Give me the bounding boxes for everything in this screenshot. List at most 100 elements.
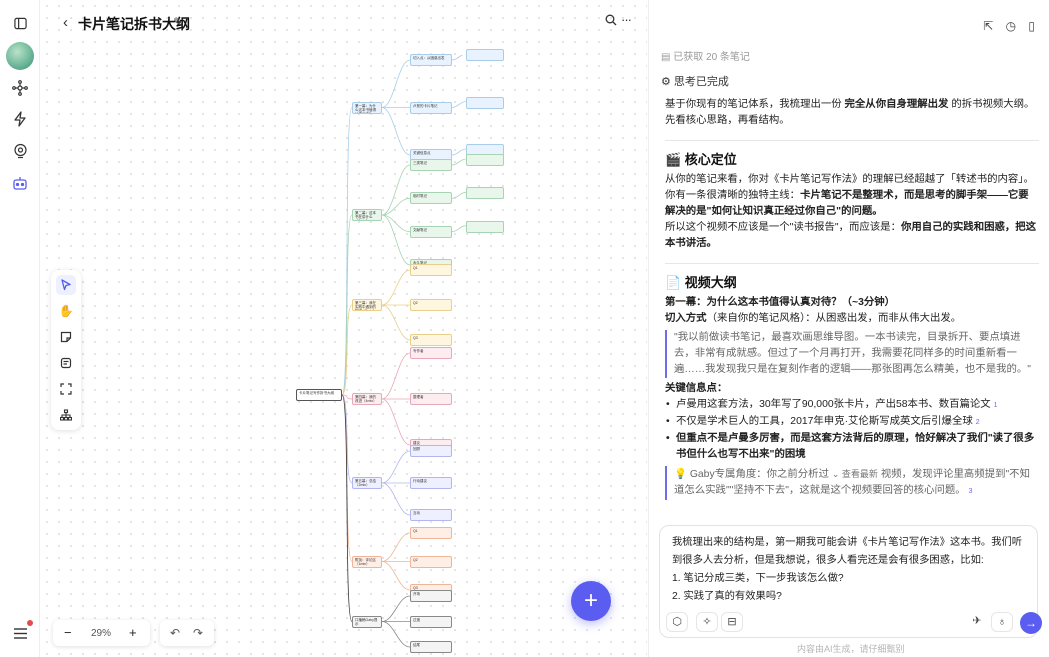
history-control: ↶ ↷ — [160, 620, 214, 646]
select-tool-icon[interactable] — [56, 275, 76, 295]
bulb-icon[interactable] — [9, 140, 31, 162]
mindmap-child-node[interactable]: 三类笔记 — [410, 159, 452, 171]
gaby-angle-text: 💡 Gaby专属角度：你之前分析过 — [674, 469, 829, 480]
mindmap-branch-node[interactable]: 口播稿Gaby提示 — [352, 615, 382, 628]
connector-line — [341, 394, 353, 400]
core-text-2: 所以这个视频不应该是一个"读书报告"，而应该是： — [665, 222, 901, 233]
bus-icon[interactable]: ⊟ — [721, 612, 743, 632]
frame-tool-icon[interactable] — [56, 379, 76, 399]
ai-chat-panel: ⇱ ◷ ▯ ▤ 已获取 20 条笔记 ⚙ 思考已完成 基于你现有的笔记体系，我梳… — [648, 0, 1049, 657]
mindmap-root-node[interactable]: 卡片笔记写作拆书大纲 — [296, 389, 342, 401]
layout-icon[interactable]: ▯ — [1028, 19, 1035, 33]
share-icon[interactable]: ⇱ — [983, 19, 994, 33]
connector-line — [451, 158, 467, 166]
chat-input-line: 2. 实践了真的有效果吗? — [672, 591, 782, 602]
robot-icon[interactable] — [9, 172, 31, 194]
mindmap-tool-icon[interactable] — [56, 405, 76, 425]
citation-badge[interactable]: 2 — [975, 419, 980, 426]
mindmap-child-node[interactable]: 卢曼的卡片笔记 — [410, 101, 452, 114]
connector-line — [381, 561, 411, 591]
lightbulb-icon[interactable]: ♁ — [991, 612, 1013, 632]
core-bold-1: 卡片笔记不是整理术，而是思考的脚手架——它要解决的是"如何让知识真正经过你自己"… — [665, 190, 1029, 217]
connector-line — [341, 304, 353, 396]
connector-line — [381, 214, 411, 233]
chat-input-box[interactable]: 我梳理出来的结构是，第一期我可能会讲《卡片笔记写作法》这本书。我们听到很多人去分… — [659, 525, 1042, 638]
core-bold-2: 你用自己的实践和困惑，把这本书讲活。 — [665, 222, 1037, 249]
mindmap-child-node[interactable]: 切入点：从困惑出发 — [410, 54, 452, 66]
back-chevron-icon[interactable]: ‹ — [63, 14, 68, 31]
connector-line — [451, 101, 467, 108]
mindmap-branch-node[interactable]: 附加：评论区（1min） — [352, 555, 382, 568]
search-icon[interactable] — [605, 14, 617, 29]
mindmap-leaf-node[interactable] — [466, 187, 504, 200]
mindmap-child-node[interactable]: 临时笔记 — [410, 192, 452, 205]
key-point-text: 但重点不是卢曼多厉害，而是这套方法背后的原理，恰好解决了我们"读了很多书但什么也… — [676, 433, 1035, 460]
left-rail — [0, 0, 40, 657]
mindmap[interactable]: 卡片笔记写作拆书大纲 第一幕：为什么这本书值得认真对待？（3min） 切入点：从困惑… — [296, 49, 526, 655]
chat-input-text[interactable]: 我梳理出来的结构是，第一期我可能会讲《卡片笔记写作法》这本书。我们听到很多人去分… — [672, 534, 1032, 606]
citation-badge[interactable]: 3 — [968, 488, 973, 495]
mindmap-leaf-node[interactable] — [466, 220, 504, 233]
sticky-note-tool-icon[interactable] — [56, 327, 76, 347]
mindmap-child-node[interactable]: 文献笔记 — [410, 225, 452, 238]
mindmap-leaf-node[interactable] — [466, 154, 504, 166]
magic-wand-icon[interactable]: ✎ — [173, 15, 184, 29]
gaby-angle-text-2: 视频，发现评论里高频提到"不知道怎么实践""坚持不下去"，这就是这个视频要回答的… — [674, 469, 1030, 496]
history-icon[interactable]: ◷ — [1005, 19, 1017, 33]
mindmap-child-node[interactable]: Q3 — [410, 334, 452, 346]
sidebar-toggle-icon[interactable] — [9, 12, 31, 34]
add-button[interactable]: + — [571, 581, 611, 621]
mindmap-branch-node[interactable]: 第四幕：我的改进（4min） — [352, 393, 382, 405]
mindmap-leaf-node[interactable] — [466, 96, 504, 109]
connector-line — [381, 269, 411, 306]
mindmap-child-node[interactable]: Q1 — [410, 264, 452, 276]
more-icon[interactable]: ··· — [621, 12, 632, 27]
pin-icon[interactable]: ✈ — [966, 612, 988, 632]
mindmap-branch-node[interactable]: 第二幕：这本书在讲什么（4min） — [352, 209, 382, 221]
view-latest-toggle[interactable]: ⌄ 查看最新 — [831, 469, 878, 479]
connector-line — [381, 197, 411, 216]
whiteboard-canvas[interactable]: ‹ 卡片笔记拆书大纲 ✎ ··· 卡片笔记写作拆书大纲第一幕：为什么这本书值得认… — [41, 0, 647, 657]
connector-line — [341, 214, 353, 396]
fetched-notes-status[interactable]: ▤ 已获取 20 条笔记 — [661, 52, 750, 63]
cube-icon[interactable]: ⬡ — [666, 612, 688, 632]
key-point-text: 不仅是学术巨人的工具，2017年申克·艾伦斯写成英文后引爆全球 — [676, 416, 973, 427]
undo-icon[interactable]: ↶ — [170, 626, 181, 640]
mindmap-child-node[interactable]: 行动建议 — [410, 477, 452, 489]
hand-tool-icon[interactable]: ✋ — [58, 304, 74, 318]
mindmap-child-node[interactable]: Q2 — [410, 555, 452, 568]
mindmap-child-node[interactable]: 回顾 — [410, 445, 452, 457]
sparkle-icon[interactable]: ✧ — [696, 612, 718, 632]
connector-line — [381, 214, 411, 266]
assistant-message: 基于你现有的笔记体系，我梳理出一份 完全从你自身理解出发 的拆书视频大纲。先看核… — [665, 97, 1039, 503]
mindmap-child-node[interactable]: 过渡 — [410, 615, 452, 628]
connector-line — [381, 164, 411, 216]
mindmap-branch-node[interactable]: 第五幕：总结（2min） — [352, 477, 382, 489]
lightning-icon[interactable] — [9, 108, 31, 130]
connector-line — [381, 482, 411, 516]
note-card-tool-icon[interactable] — [56, 353, 76, 373]
connector-line — [381, 532, 411, 562]
mindmap-connectors — [341, 55, 467, 648]
mindmap-leaf-node[interactable] — [466, 49, 504, 61]
network-icon[interactable] — [9, 77, 31, 99]
zoom-out-button[interactable]: − — [64, 625, 72, 640]
mindmap-branch-node[interactable]: 第三幕：我在实践中遇到的困惑（5min） — [352, 299, 382, 311]
citation-badge[interactable]: 1 — [993, 402, 998, 409]
chat-input-line: 我梳理出来的结构是，第一期我可能会讲《卡片笔记写作法》这本书。我们听到很多人去分… — [672, 537, 1023, 566]
thinking-status[interactable]: ⚙ 思考已完成 — [661, 76, 729, 88]
redo-icon[interactable]: ↷ — [193, 626, 204, 640]
send-button[interactable]: → — [1020, 612, 1042, 634]
mindmap-child-node[interactable]: 互动 — [410, 509, 452, 521]
mindmap-child-node[interactable]: Q2 — [410, 299, 452, 311]
divider — [665, 263, 1039, 264]
menu-icon[interactable] — [9, 620, 33, 644]
mindmap-child-node[interactable]: 整理者 — [410, 393, 452, 405]
mindmap-child-node[interactable]: Q1 — [410, 527, 452, 539]
mindmap-child-node[interactable]: 开场 — [410, 590, 452, 602]
avatar[interactable] — [6, 42, 34, 70]
mindmap-child-node[interactable]: 结尾 — [410, 641, 452, 653]
zoom-in-button[interactable]: + — [129, 625, 137, 640]
mindmap-child-node[interactable]: 写作者 — [410, 347, 452, 359]
mindmap-branch-node[interactable]: 第一幕：为什么这本书值得认真对待？（3min） — [352, 101, 382, 114]
